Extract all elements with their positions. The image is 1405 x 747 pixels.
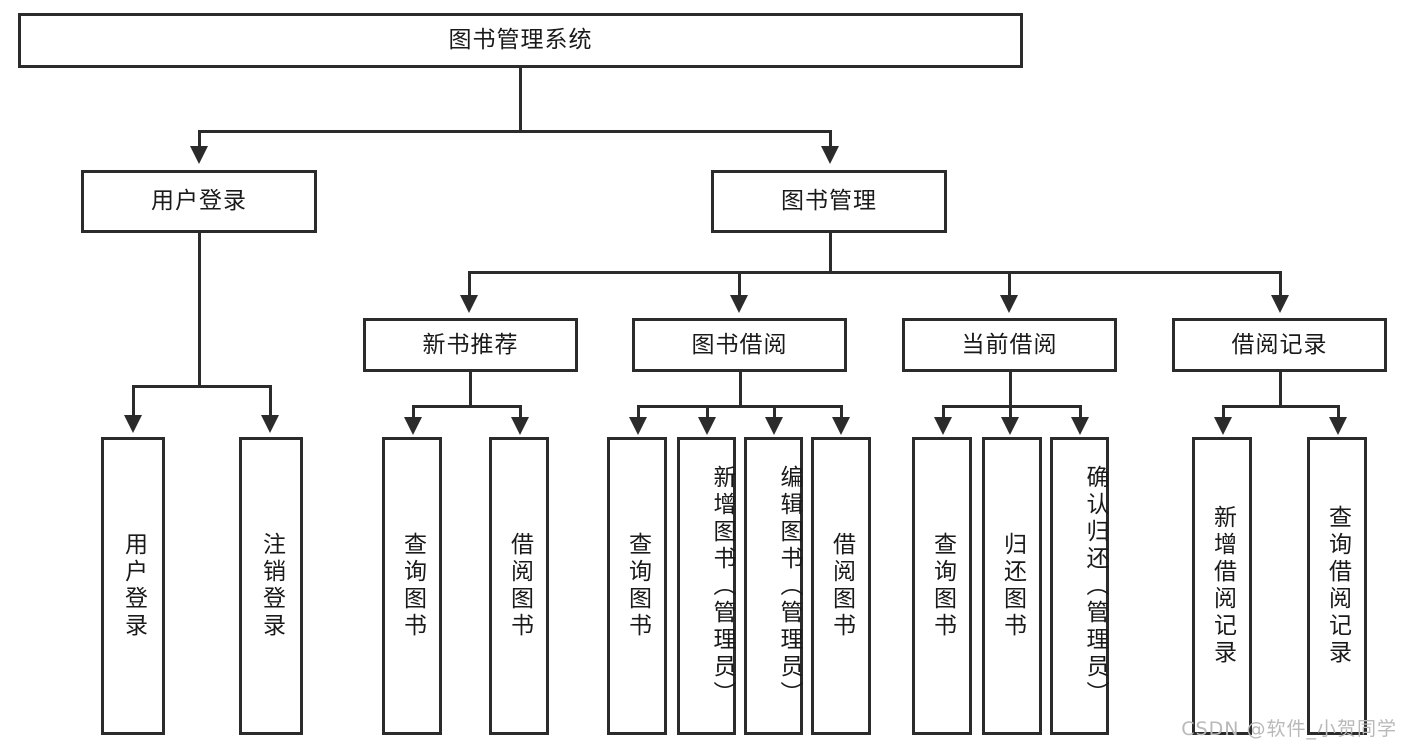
connector-user-login-stem	[198, 233, 201, 385]
node-leaf-confirm-return-label: 确认归还（管理员）	[1082, 464, 1108, 708]
node-leaf-query-book-3[interactable]: 查询图书	[912, 437, 972, 735]
connector-book-manage-to-current-borrow	[1008, 271, 1011, 297]
node-root[interactable]: 图书管理系统	[18, 13, 1023, 68]
connector-current-borrow-bus	[942, 405, 1082, 408]
arrowhead-leaf-user-logout	[261, 415, 279, 433]
arrowhead-leaf-add-record	[1214, 417, 1232, 435]
connector-book-manage-to-new-book	[468, 271, 471, 297]
node-leaf-query-book-2-label: 查询图书	[624, 532, 651, 640]
node-borrow-record-label: 借阅记录	[1231, 331, 1328, 358]
node-borrow-record[interactable]: 借阅记录	[1172, 318, 1387, 372]
connector-new-book-to-leaf-1	[412, 405, 415, 419]
node-leaf-query-book-2[interactable]: 查询图书	[607, 437, 667, 735]
node-leaf-user-logout-label: 注销登录	[258, 532, 285, 640]
connector-borrow-record-stem	[1279, 372, 1282, 405]
arrowhead-leaf-confirm-return	[1071, 417, 1089, 435]
arrowhead-leaf-user-login	[124, 415, 142, 433]
connector-root-to-user-login	[198, 130, 201, 148]
connector-book-manage-to-borrow-record	[1279, 271, 1282, 297]
arrowhead-book-manage	[821, 146, 839, 164]
node-book-manage-label: 图书管理	[781, 188, 877, 214]
arrowhead-leaf-borrow-book-2	[832, 417, 850, 435]
connector-book-borrow-to-leaf-4	[840, 405, 843, 419]
connector-root-bus	[198, 130, 832, 133]
node-leaf-query-record[interactable]: 查询借阅记录	[1307, 437, 1367, 735]
connector-current-borrow-to-leaf-1	[942, 405, 945, 419]
node-leaf-query-record-label: 查询借阅记录	[1324, 505, 1351, 667]
node-leaf-return-book-label: 归还图书	[999, 532, 1026, 640]
node-leaf-edit-book-label: 编辑图书（管理员）	[776, 464, 802, 708]
node-root-label: 图书管理系统	[448, 27, 593, 53]
node-book-borrow-label: 图书借阅	[691, 331, 788, 358]
node-leaf-user-login[interactable]: 用户登录	[101, 437, 165, 735]
arrowhead-leaf-edit-book	[765, 417, 783, 435]
arrowhead-leaf-borrow-book-1	[511, 417, 529, 435]
node-new-book-recommend[interactable]: 新书推荐	[363, 318, 578, 372]
node-leaf-add-book-label: 新增图书（管理员）	[709, 464, 735, 708]
node-leaf-query-book-3-label: 查询图书	[929, 532, 956, 640]
node-current-borrow-label: 当前借阅	[961, 331, 1058, 358]
node-leaf-return-book[interactable]: 归还图书	[982, 437, 1042, 735]
connector-book-borrow-to-leaf-2	[706, 405, 709, 419]
node-leaf-add-record-label: 新增借阅记录	[1209, 505, 1236, 667]
node-user-login-label: 用户登录	[151, 188, 247, 214]
connector-user-login-to-leaf-1	[132, 385, 135, 417]
connector-root-to-book-manage	[829, 130, 832, 148]
node-book-borrow[interactable]: 图书借阅	[632, 318, 847, 372]
arrowhead-borrow-record	[1271, 295, 1289, 313]
node-leaf-borrow-book-2[interactable]: 借阅图书	[811, 437, 871, 735]
connector-borrow-record-bus	[1222, 405, 1340, 408]
arrowhead-leaf-query-record	[1329, 417, 1347, 435]
connector-borrow-record-to-leaf-2	[1337, 405, 1340, 419]
node-leaf-borrow-book-1[interactable]: 借阅图书	[489, 437, 549, 735]
connector-root-stem	[519, 68, 522, 130]
connector-borrow-record-to-leaf-1	[1222, 405, 1225, 419]
node-leaf-query-book-1[interactable]: 查询图书	[382, 437, 442, 735]
connector-book-borrow-bus	[637, 405, 843, 408]
connector-current-borrow-stem	[1009, 372, 1012, 405]
connector-user-login-bus	[132, 385, 271, 388]
connector-book-borrow-to-leaf-1	[637, 405, 640, 419]
csdn-watermark: CSDN @软件_小贺同学	[1181, 718, 1397, 740]
arrowhead-leaf-query-book-3	[934, 417, 952, 435]
arrowhead-leaf-query-book-1	[404, 417, 422, 435]
connector-new-book-stem	[469, 372, 472, 405]
node-leaf-user-logout[interactable]: 注销登录	[239, 437, 303, 735]
node-leaf-confirm-return[interactable]: 确认归还（管理员）	[1050, 437, 1109, 735]
arrowhead-leaf-add-book	[698, 417, 716, 435]
connector-current-borrow-to-leaf-3	[1079, 405, 1082, 419]
connector-book-manage-stem	[829, 233, 832, 271]
node-leaf-add-record[interactable]: 新增借阅记录	[1192, 437, 1252, 735]
node-leaf-borrow-book-2-label: 借阅图书	[828, 532, 855, 640]
arrowhead-book-borrow	[730, 295, 748, 313]
arrowhead-leaf-query-book-2	[629, 417, 647, 435]
node-current-borrow[interactable]: 当前借阅	[902, 318, 1117, 372]
connector-current-borrow-to-leaf-2	[1009, 405, 1012, 419]
connector-new-book-to-leaf-2	[519, 405, 522, 419]
node-new-book-recommend-label: 新书推荐	[422, 331, 519, 358]
node-leaf-borrow-book-1-label: 借阅图书	[506, 532, 533, 640]
arrowhead-user-login	[190, 146, 208, 164]
connector-book-manage-to-book-borrow	[738, 271, 741, 297]
node-book-manage[interactable]: 图书管理	[711, 170, 947, 233]
arrowhead-new-book-recommend	[460, 295, 478, 313]
connector-new-book-bus	[412, 405, 522, 408]
node-leaf-query-book-1-label: 查询图书	[399, 532, 426, 640]
node-leaf-user-login-label: 用户登录	[120, 532, 147, 640]
arrowhead-current-borrow	[1000, 295, 1018, 313]
connector-book-borrow-stem	[739, 372, 742, 405]
node-leaf-add-book[interactable]: 新增图书（管理员）	[677, 437, 736, 735]
node-leaf-edit-book[interactable]: 编辑图书（管理员）	[744, 437, 803, 735]
connector-book-borrow-to-leaf-3	[773, 405, 776, 419]
arrowhead-leaf-return-book	[1001, 417, 1019, 435]
connector-user-login-to-leaf-2	[269, 385, 272, 417]
connector-book-manage-bus	[468, 271, 1282, 274]
node-user-login[interactable]: 用户登录	[81, 170, 317, 233]
